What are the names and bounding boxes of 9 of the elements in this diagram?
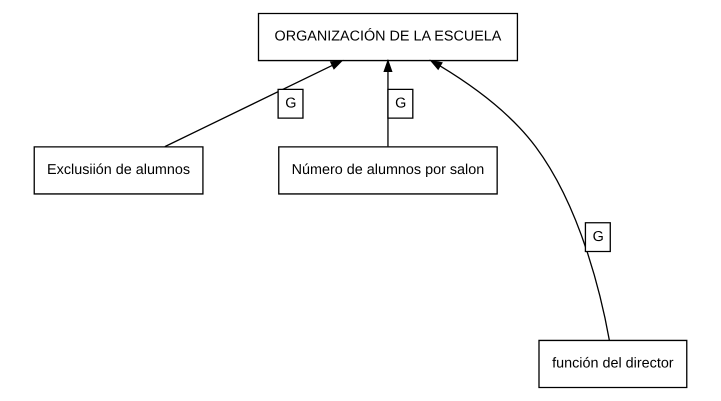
- node-box: Número de alumnos por salon: [278, 146, 498, 195]
- edge-label: G: [395, 95, 406, 112]
- edge-label: G: [285, 95, 296, 112]
- node-box: Exclusiión de alumnos: [34, 146, 204, 195]
- edge-label: G: [592, 228, 604, 245]
- arrow: [164, 60, 344, 148]
- arrow: [383, 58, 393, 146]
- node-box: función del director: [538, 340, 688, 388]
- node-box: ORGANIZACIÓN DE LA ESCUELA: [258, 12, 518, 62]
